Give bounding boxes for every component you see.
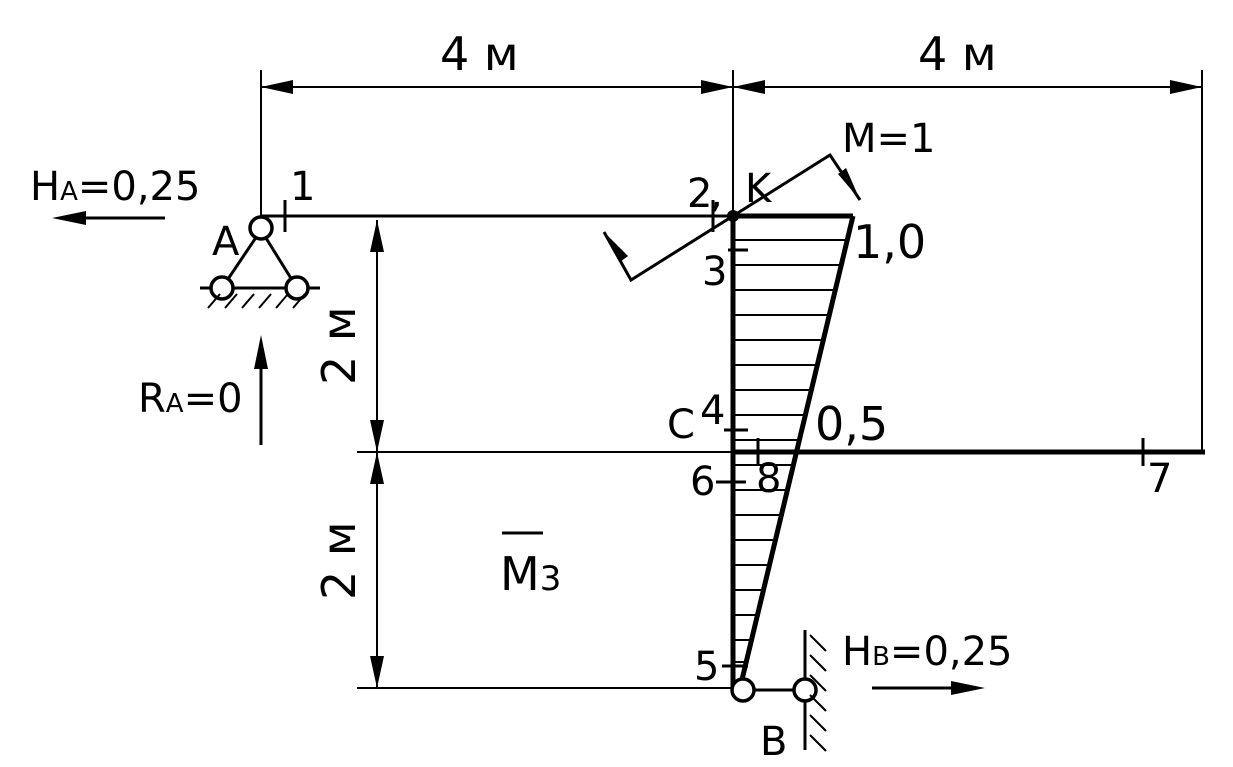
moment-label: M=1 (842, 116, 935, 162)
point-k-label: K (745, 166, 773, 212)
value-top-label: 1,0 (853, 215, 926, 269)
applied-moment (602, 152, 862, 283)
point-3-label: 3 (702, 249, 727, 295)
dim-top-left: 4 м (440, 27, 519, 81)
dim-left-upper: 2 м (312, 306, 366, 385)
section-ticks (283, 200, 1145, 668)
point-c-label: C (667, 402, 695, 448)
value-mid-label: 0,5 (815, 397, 888, 451)
hb-label: HB=0,25 (842, 629, 1013, 675)
support-b-name: B (760, 719, 787, 765)
point-1-label: 1 (290, 164, 315, 210)
dimension-lines (260, 70, 1203, 689)
support-a-name: A (212, 219, 240, 265)
point-7-label: 7 (1147, 456, 1172, 502)
moment-diagram (733, 213, 856, 689)
reaction-arrows (52, 211, 985, 695)
point-2-comma: , (710, 171, 723, 217)
ra-label: RA=0 (138, 376, 243, 422)
support-b (730, 630, 827, 752)
diagram-title: M3 (500, 531, 561, 601)
frame-members (261, 214, 1205, 688)
dim-top-right: 4 м (918, 27, 997, 81)
dim-left-lower: 2 м (312, 521, 366, 600)
point-5-label: 5 (694, 644, 719, 690)
ha-label: HA=0,25 (30, 164, 200, 210)
point-2-label: 2 (687, 171, 712, 217)
svg-text:M3: M3 (500, 547, 561, 601)
point-4-label: 4 (700, 388, 725, 434)
support-a (200, 215, 320, 309)
point-8-label: 8 (756, 456, 781, 502)
point-6-label: 6 (690, 459, 715, 505)
